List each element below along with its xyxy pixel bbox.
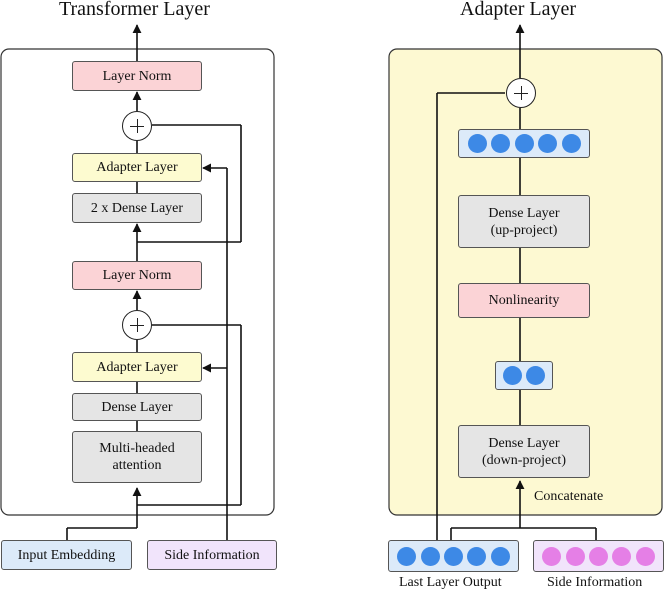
bottleneck-vector: [495, 361, 553, 390]
transformer-layer-title: Transformer Layer: [59, 0, 210, 20]
neuron-dot: [538, 134, 557, 153]
neuron-dot: [542, 546, 562, 566]
dense-down-label-line2: (down-project): [482, 452, 566, 468]
neuron-dot: [565, 546, 585, 566]
layer-norm-bottom: Layer Norm: [72, 261, 202, 290]
adapter-layer-bottom: Adapter Layer: [72, 352, 202, 382]
neuron-dot: [588, 546, 608, 566]
neuron-dot: [514, 134, 534, 153]
mha-label-line2: attention: [112, 458, 162, 473]
input-embedding: Input Embedding: [1, 540, 132, 570]
neuron-dot: [397, 546, 417, 566]
mha-label-line1: Multi-headed: [99, 441, 175, 456]
dense-up-label-line2: (up-project): [490, 222, 558, 238]
layer-norm-top: Layer Norm: [72, 61, 202, 91]
adapter-residual-add-icon: [506, 78, 536, 108]
up-project-output-vector: [458, 129, 590, 158]
adapter-layer-top: Adapter Layer: [72, 153, 202, 182]
neuron-dot: [503, 366, 523, 385]
dense-layer-down-project: Dense Layer (down-project): [458, 425, 590, 478]
concatenate-label: Concatenate: [534, 489, 604, 504]
side-information-left: Side Information: [147, 540, 277, 570]
neuron-dot: [612, 546, 632, 566]
neuron-dot: [491, 134, 510, 153]
dense-down-label-line1: Dense Layer: [488, 435, 560, 451]
neuron-dot: [420, 546, 440, 566]
last-layer-output-vector: [388, 540, 519, 572]
neuron-dot: [525, 366, 545, 385]
adapter-layer-panel: [388, 48, 663, 516]
neuron-dot: [635, 546, 655, 566]
residual-add-bottom-icon: [122, 310, 152, 340]
residual-add-top-icon: [122, 111, 152, 141]
neuron-dot: [443, 546, 463, 566]
last-layer-output-label: Last Layer Output: [399, 575, 502, 590]
neuron-dot: [467, 134, 487, 153]
multi-headed-attention: Multi-headed attention: [72, 431, 202, 483]
side-information-vector: [533, 540, 664, 572]
adapter-layer-title: Adapter Layer: [460, 0, 577, 20]
dense-layer: Dense Layer: [72, 393, 202, 421]
neuron-dot: [490, 546, 510, 566]
dense-layer-2x: 2 x Dense Layer: [72, 193, 202, 223]
neuron-dot: [467, 546, 487, 566]
dense-layer-up-project: Dense Layer (up-project): [458, 195, 590, 248]
side-information-label: Side Information: [547, 575, 643, 590]
nonlinearity: Nonlinearity: [458, 283, 590, 318]
neuron-dot: [561, 134, 581, 153]
dense-up-label-line1: Dense Layer: [488, 205, 560, 221]
